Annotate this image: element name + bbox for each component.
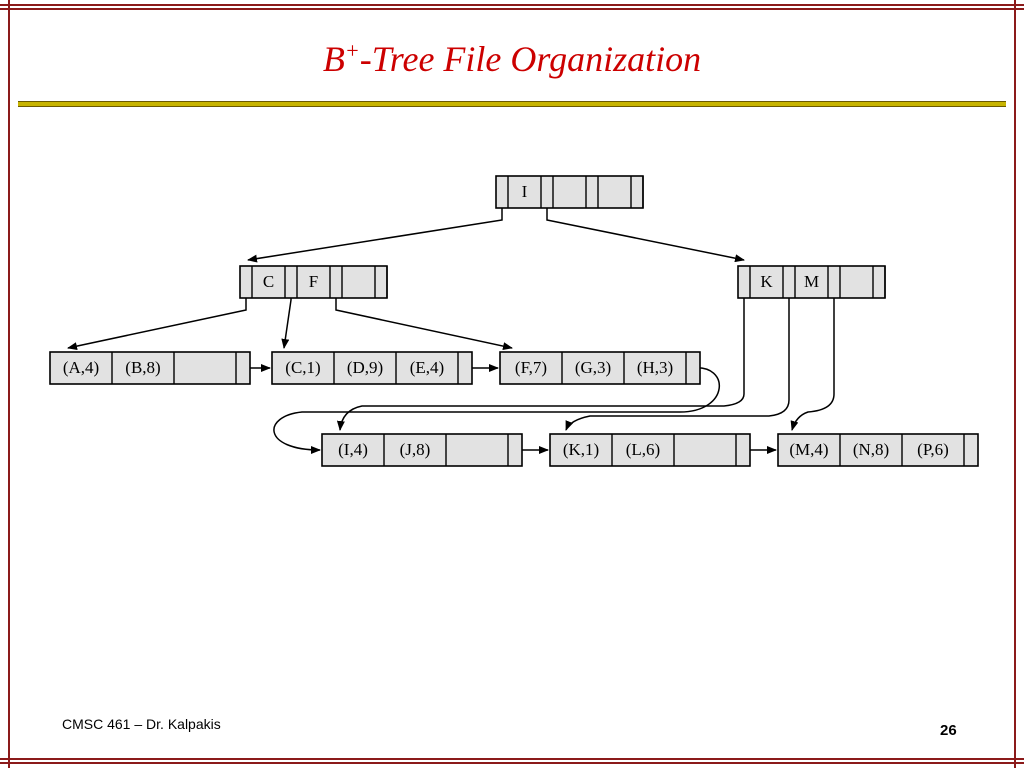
root-node: I: [495, 175, 644, 209]
leaf-node: (K,1) (L,6): [549, 433, 751, 467]
slide-title: B+-Tree File Organization: [322, 38, 702, 79]
leaf-record: (I,4): [338, 440, 368, 459]
node-key: I: [522, 182, 528, 201]
leaf-node: (C,1) (D,9) (E,4): [271, 351, 473, 385]
leaf-record: (B,8): [125, 358, 160, 377]
pointer-edge: [67, 288, 247, 351]
pointer-edge: [790, 288, 835, 431]
leaf-node: (A,4) (B,8): [49, 351, 251, 385]
leaf-node: (F,7) (G,3) (H,3): [499, 351, 701, 385]
leaf-record: (J,8): [400, 440, 431, 459]
leaf-record: (A,4): [63, 358, 99, 377]
bottom-border-inner: [0, 758, 1024, 760]
node-key: M: [804, 272, 819, 291]
leaf-record: (M,4): [789, 440, 828, 459]
bottom-border: [0, 762, 1024, 764]
pointer-edge: [565, 288, 790, 431]
title-divider: [18, 101, 1006, 107]
node-key: F: [309, 272, 318, 291]
leaf-record: (H,3): [637, 358, 673, 377]
leaf-record: (K,1): [563, 440, 599, 459]
left-border: [8, 0, 10, 768]
leaf-record: (L,6): [626, 440, 660, 459]
page-number: 26: [940, 722, 957, 739]
top-border: [0, 4, 1024, 6]
leaf-record: (P,6): [917, 440, 949, 459]
top-border-inner: [0, 8, 1024, 10]
leaf-record: (C,1): [285, 358, 320, 377]
footer-course: CMSC 461 – Dr. Kalpakis: [62, 716, 221, 732]
tree-edges: [67, 196, 835, 454]
leaf-record: (N,8): [853, 440, 889, 459]
leaf-record: (G,3): [575, 358, 611, 377]
leaf-record: (F,7): [515, 358, 547, 377]
node-key: C: [263, 272, 274, 291]
next-leaf-edge: [273, 367, 720, 454]
leaf-record: (E,4): [410, 358, 444, 377]
right-border: [1014, 0, 1016, 768]
leaf-node: (M,4) (N,8) (P,6): [777, 433, 979, 467]
leaf-node: (I,4) (J,8): [321, 433, 523, 467]
node-key: K: [760, 272, 773, 291]
pointer-edge: [336, 288, 745, 431]
root-to-left-edge: [247, 196, 503, 263]
leaf-record: (D,9): [347, 358, 383, 377]
